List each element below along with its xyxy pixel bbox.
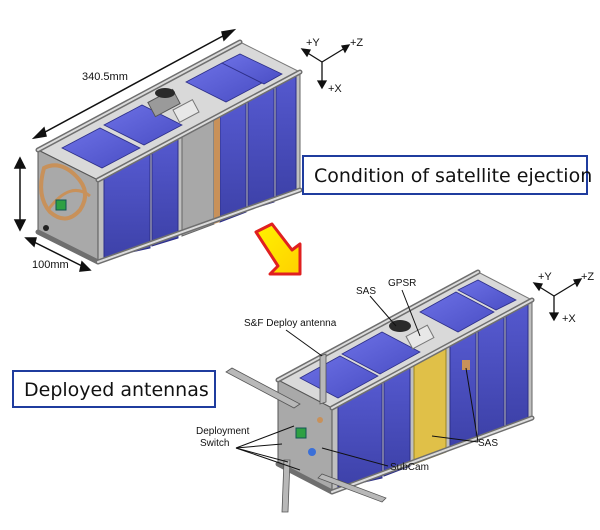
stowed-top-panels bbox=[61, 53, 283, 169]
axis-x-top: +X bbox=[328, 83, 342, 95]
width-label: 100mm bbox=[32, 259, 69, 271]
dimension-length bbox=[31, 28, 237, 140]
axis-z-bottom: +Z bbox=[581, 271, 594, 283]
callout-switch: Switch bbox=[200, 438, 229, 449]
satellite-stowed bbox=[35, 39, 303, 265]
callout-sas-right: SAS bbox=[478, 438, 498, 449]
axis-triad-bottom bbox=[532, 278, 583, 322]
deployed-label-box: Deployed antennas bbox=[12, 370, 216, 408]
length-label: 340.5mm bbox=[82, 71, 128, 83]
axis-z-top: +Z bbox=[350, 37, 363, 49]
dimension-width bbox=[24, 237, 92, 272]
dimension-height bbox=[13, 156, 27, 232]
deployed-label: Deployed antennas bbox=[24, 379, 209, 401]
callout-sas-top: SAS bbox=[356, 286, 376, 297]
callout-lines bbox=[235, 289, 479, 471]
deployed-top-panels bbox=[299, 279, 517, 399]
deployed-antennas bbox=[225, 353, 387, 513]
stowed-end-details bbox=[39, 163, 91, 231]
transition-arrow bbox=[254, 222, 302, 276]
axis-triad-top bbox=[300, 44, 351, 90]
condition-label: Condition of satellite ejection bbox=[314, 165, 593, 187]
callout-subcam: SubCam bbox=[390, 462, 429, 473]
satellite-deployed bbox=[225, 269, 535, 513]
axis-y-bottom: +Y bbox=[538, 271, 552, 283]
axis-y-top: +Y bbox=[306, 37, 320, 49]
callout-deployment: Deployment bbox=[196, 426, 250, 437]
axis-x-bottom: +X bbox=[562, 313, 576, 325]
callout-gpsr: GPSR bbox=[388, 278, 416, 289]
condition-label-box: Condition of satellite ejection bbox=[302, 155, 592, 195]
callout-sf-antenna: S&F Deploy antenna bbox=[244, 318, 337, 329]
